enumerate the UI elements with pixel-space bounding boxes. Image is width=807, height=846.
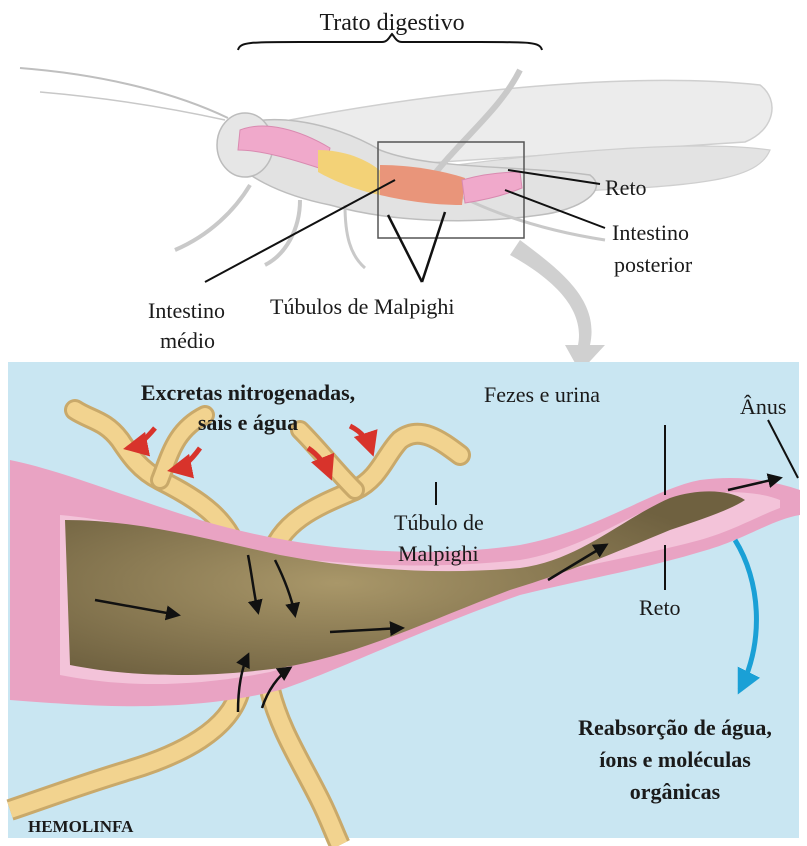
label-intestino-posterior-2: posterior <box>614 252 693 277</box>
middle-leg <box>265 200 300 265</box>
pointer-tubulo-a <box>388 215 422 282</box>
label-reabsorcao-2: íons e moléculas <box>599 747 751 772</box>
zoom-arrow <box>510 240 605 372</box>
label-anus: Ânus <box>740 394 786 419</box>
middle-leg-2 <box>345 205 365 268</box>
label-hemolinfa: HEMOLINFA <box>28 817 134 836</box>
label-excretas-1: Excretas nitrogenadas, <box>141 380 355 405</box>
label-intestino-medio-1: Intestino <box>148 298 225 323</box>
title-trato-digestivo: Trato digestivo <box>319 10 464 36</box>
antenna-2 <box>40 92 225 120</box>
label-reabsorcao-3: orgânicas <box>630 779 721 804</box>
label-fezes-urina: Fezes e urina <box>484 382 600 407</box>
label-intestino-medio-2: médio <box>160 328 215 353</box>
label-excretas-2: sais e água <box>198 410 298 435</box>
label-tubulo-2: Malpighi <box>398 541 479 566</box>
label-tubulos-malpighi: Túbulos de Malpighi <box>270 294 455 319</box>
label-intestino-posterior-1: Intestino <box>612 220 689 245</box>
pointer-tubulo-b <box>422 212 445 282</box>
label-reto-lower: Reto <box>639 595 681 620</box>
label-reto-top: Reto <box>605 175 647 200</box>
label-reabsorcao-1: Reabsorção de água, <box>578 715 772 740</box>
label-tubulo-1: Túbulo de <box>394 510 484 535</box>
title-bracket <box>238 34 542 50</box>
front-leg <box>175 185 250 250</box>
